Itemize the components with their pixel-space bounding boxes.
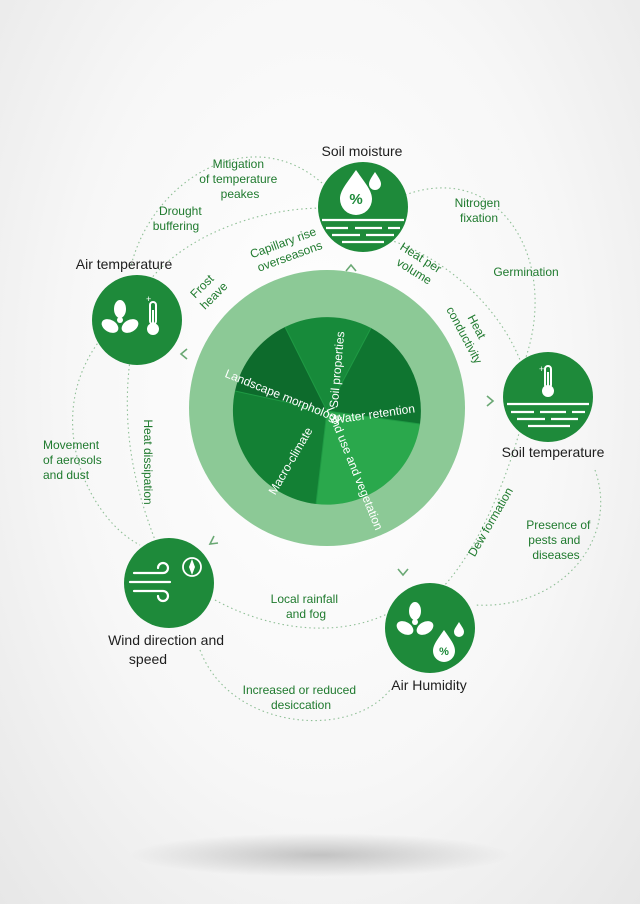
- node-title-air-humidity: Air Humidity: [391, 677, 466, 693]
- percent-drop-icon: %: [340, 170, 381, 215]
- label-heat-volume: Heat per volume: [390, 240, 447, 291]
- core-segment-macroclimate: [232, 391, 327, 504]
- label-dew: Dew formation: [465, 485, 516, 559]
- svg-text:+: +: [539, 364, 544, 374]
- chevron-down-left-icon: [208, 535, 219, 545]
- node-air-temperature: Air temperature +: [76, 256, 182, 365]
- node-title-soil-moisture: Soil moisture: [322, 143, 403, 159]
- node-title-air-temperature: Air temperature: [76, 256, 173, 272]
- label-capillary: Capillary rise overseasons: [248, 223, 326, 275]
- label-desiccation: Increased or reduced desiccation: [243, 683, 360, 712]
- label-nitrogen: Nitrogen fixation: [455, 196, 504, 225]
- segment-label-soil: Soil properties: [327, 331, 348, 409]
- floor-shadow: [130, 833, 510, 877]
- node-title-soil-temperature: Soil temperature: [502, 444, 605, 460]
- flow-chevrons: [179, 263, 495, 577]
- core-segment-water: [327, 328, 421, 424]
- svg-text:%: %: [349, 191, 362, 208]
- chevron-down-icon: [397, 568, 409, 577]
- svg-text:%: %: [439, 646, 449, 658]
- thermometer-icon: +: [539, 364, 554, 397]
- node-wind: Wind direction and speed: [108, 538, 228, 667]
- core-segment-landscape: [235, 327, 327, 411]
- fan-icon: [101, 300, 139, 333]
- node-air-humidity: % Air Humidity: [385, 583, 475, 693]
- svg-text:+: +: [146, 294, 151, 304]
- core-segment-landuse: [316, 411, 420, 505]
- node-soil-moisture: Soil moisture %: [318, 143, 408, 252]
- label-heat-dissipation: Heat dissipation: [141, 419, 155, 504]
- water-surface-icon: [322, 218, 404, 244]
- label-pests: Presence of pests and diseases: [526, 518, 593, 562]
- chevron-right-icon: [486, 395, 495, 407]
- label-rainfall: Local rainfall and fog: [271, 592, 342, 621]
- chevron-up-icon: [345, 263, 357, 272]
- label-movement: Movement of aerosols and dust: [43, 438, 105, 482]
- label-mitigation: Mitigation of temperature peakes: [199, 157, 280, 201]
- node-soil-temperature: + Soil temperature: [502, 352, 605, 460]
- thermometer-icon: +: [146, 294, 159, 335]
- link-labels: Mitigation of temperature peakes Drought…: [43, 157, 593, 712]
- connector-lines: [72, 156, 602, 722]
- chevron-left-icon: [179, 348, 188, 360]
- fan-icon: [396, 602, 434, 635]
- core-segment-soil: [285, 317, 371, 411]
- wind-icon: [128, 561, 172, 603]
- core-wheel: [189, 270, 465, 546]
- compass-icon: [182, 557, 202, 577]
- node-title-wind: Wind direction and speed: [108, 632, 228, 667]
- water-surface-icon: [507, 402, 589, 428]
- label-frost: Frost heave: [187, 268, 231, 312]
- label-drought: Drought buffering: [153, 204, 205, 233]
- label-germination: Germination: [493, 265, 558, 279]
- percent-drop-icon: %: [433, 622, 464, 662]
